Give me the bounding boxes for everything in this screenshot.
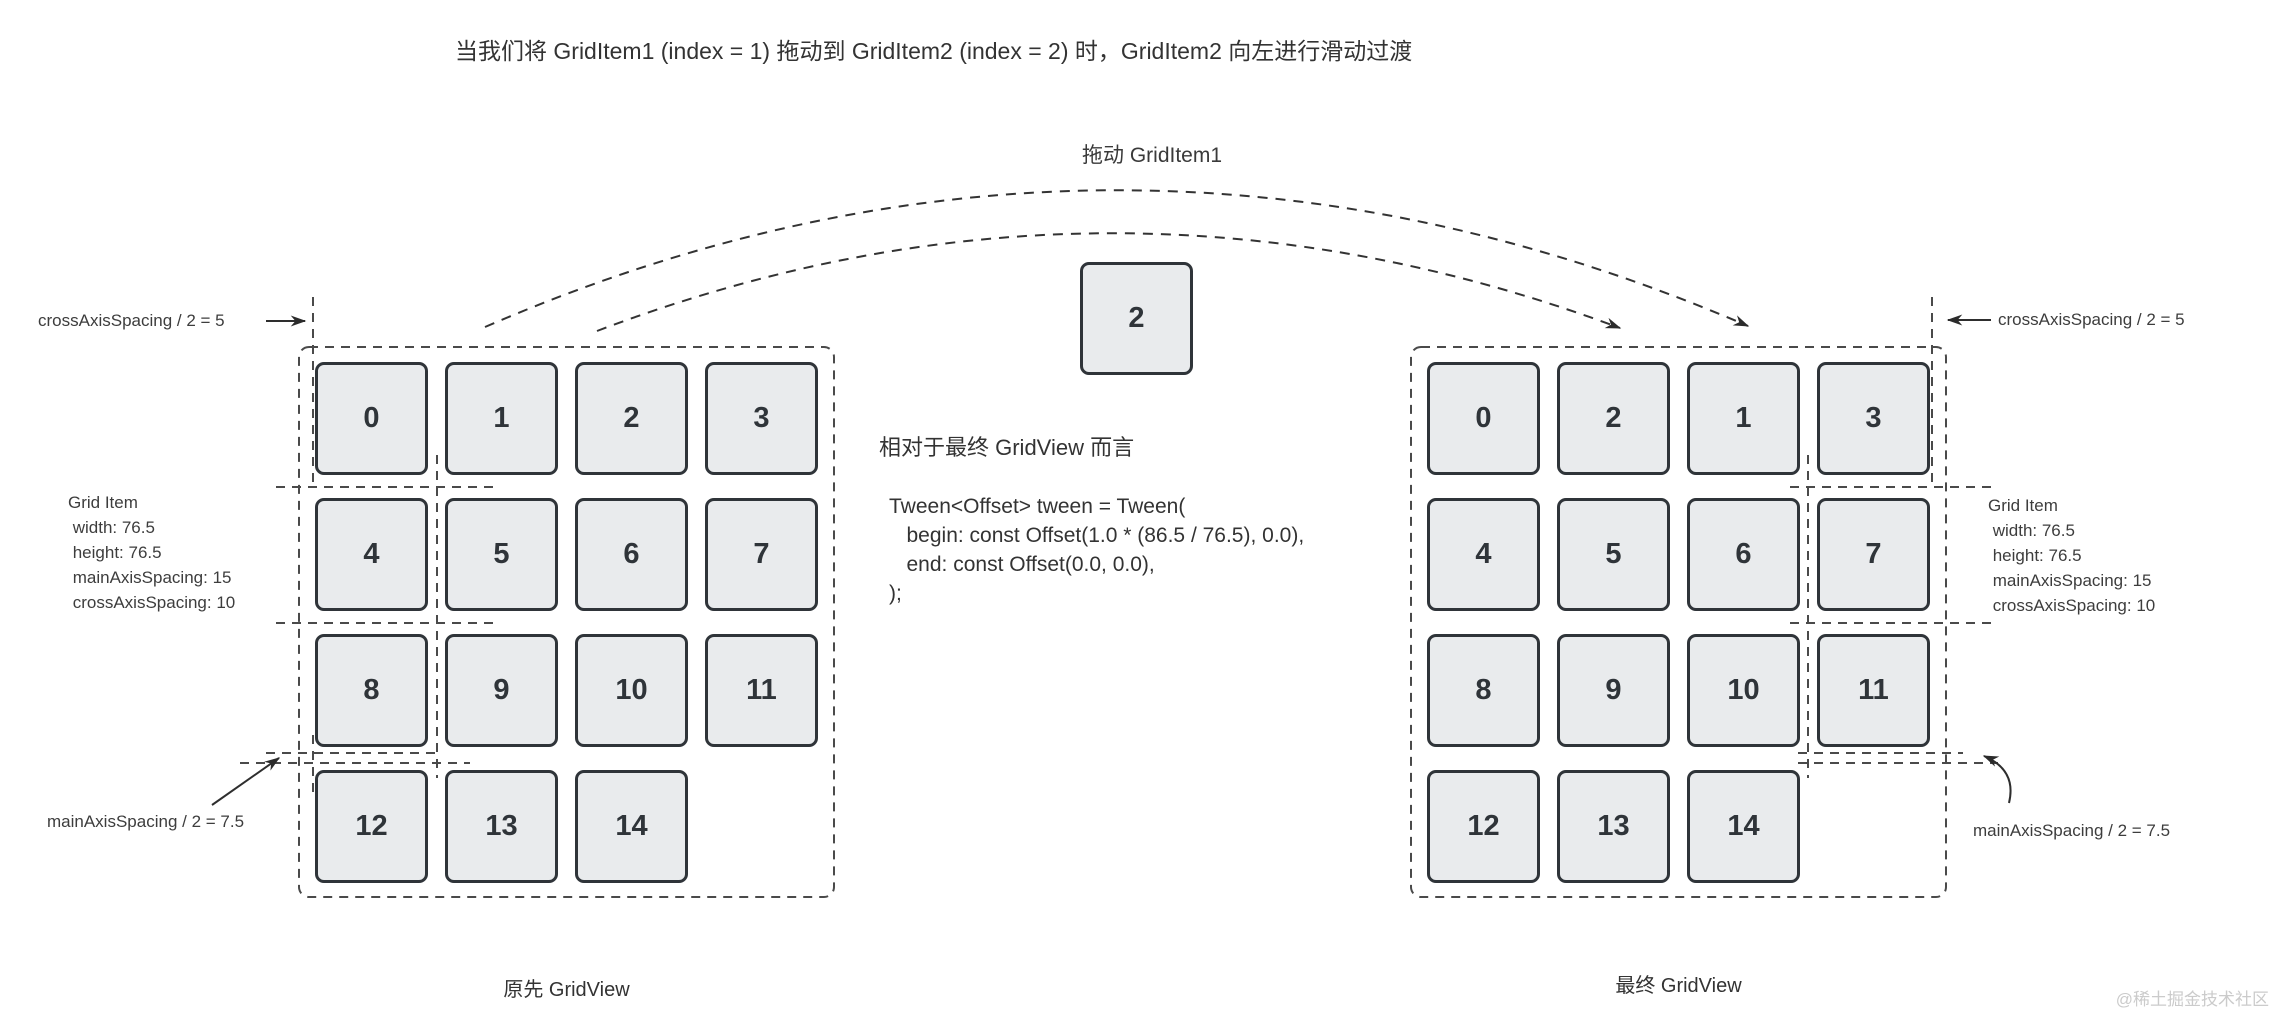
grid-item: 7 <box>1817 498 1930 611</box>
grid-item: 6 <box>1687 498 1800 611</box>
grid-item: 12 <box>315 770 428 883</box>
grid-item: 2 <box>1557 362 1670 475</box>
original-gridview-border <box>298 346 835 898</box>
grid-item: 4 <box>315 498 428 611</box>
drag-path-arc-outer <box>484 189 1750 328</box>
grid-item: 2 <box>575 362 688 475</box>
grid-item: 8 <box>315 634 428 747</box>
cross-axis-annotation-left: crossAxisSpacing / 2 = 5 <box>38 311 225 330</box>
drag-path-label: 拖动 GridItem1 <box>1082 144 1223 167</box>
main-axis-annotation-right: mainAxisSpacing / 2 = 7.5 <box>1973 821 2171 840</box>
grid-item-spec-title: Grid Item <box>1988 496 2058 515</box>
main-axis-annotation-left: mainAxisSpacing / 2 = 7.5 <box>47 812 245 831</box>
final-gridview-border <box>1410 346 1947 898</box>
floating-grid-item: 2 <box>1080 262 1193 375</box>
grid-item-spec-title: Grid Item <box>68 493 138 512</box>
grid-item: 11 <box>1817 634 1930 747</box>
grid-item: 8 <box>1427 634 1540 747</box>
grid-item: 7 <box>705 498 818 611</box>
grid-item: 9 <box>1557 634 1670 747</box>
final-gridview-caption: 最终 GridView <box>1615 975 1742 997</box>
grid-item-spec-right: Grid Item width: 76.5 height: 76.5 mainA… <box>1988 493 2155 618</box>
grid-item: 9 <box>445 634 558 747</box>
grid-item: 13 <box>1557 770 1670 883</box>
drag-path-arc-inner <box>596 232 1622 332</box>
grid-item: 1 <box>1687 362 1800 475</box>
grid-item-spec-left: Grid Item width: 76.5 height: 76.5 mainA… <box>68 490 235 615</box>
grid-item: 0 <box>1427 362 1540 475</box>
original-gridview-caption: 原先 GridView <box>503 979 630 1001</box>
cross-axis-annotation-right: crossAxisSpacing / 2 = 5 <box>1998 310 2185 329</box>
watermark: @稀土掘金技术社区 <box>2115 990 2269 1009</box>
grid-item: 4 <box>1427 498 1540 611</box>
grid-item: 12 <box>1427 770 1540 883</box>
grid-item: 3 <box>1817 362 1930 475</box>
grid-item: 0 <box>315 362 428 475</box>
diagram-title: 当我们将 GridItem1 (index = 1) 拖动到 GridItem2… <box>455 38 1413 64</box>
main-axis-arrow-left <box>211 757 281 806</box>
grid-item: 10 <box>575 634 688 747</box>
grid-item: 14 <box>575 770 688 883</box>
main-axis-arrow-right <box>1982 755 2012 804</box>
grid-item: 13 <box>445 770 558 883</box>
grid-item: 10 <box>1687 634 1800 747</box>
grid-item: 6 <box>575 498 688 611</box>
grid-item: 1 <box>445 362 558 475</box>
tween-code-block: Tween<Offset> tween = Tween( begin: cons… <box>889 495 1305 605</box>
grid-item: 14 <box>1687 770 1800 883</box>
relative-note: 相对于最终 GridView 而言 <box>879 435 1135 460</box>
grid-item: 5 <box>1557 498 1670 611</box>
grid-item: 3 <box>705 362 818 475</box>
grid-item: 5 <box>445 498 558 611</box>
grid-item: 11 <box>705 634 818 747</box>
grid-item-spec-lines: width: 76.5 height: 76.5 mainAxisSpacing… <box>1992 521 2156 615</box>
grid-item-spec-lines: width: 76.5 height: 76.5 mainAxisSpacing… <box>72 518 236 612</box>
